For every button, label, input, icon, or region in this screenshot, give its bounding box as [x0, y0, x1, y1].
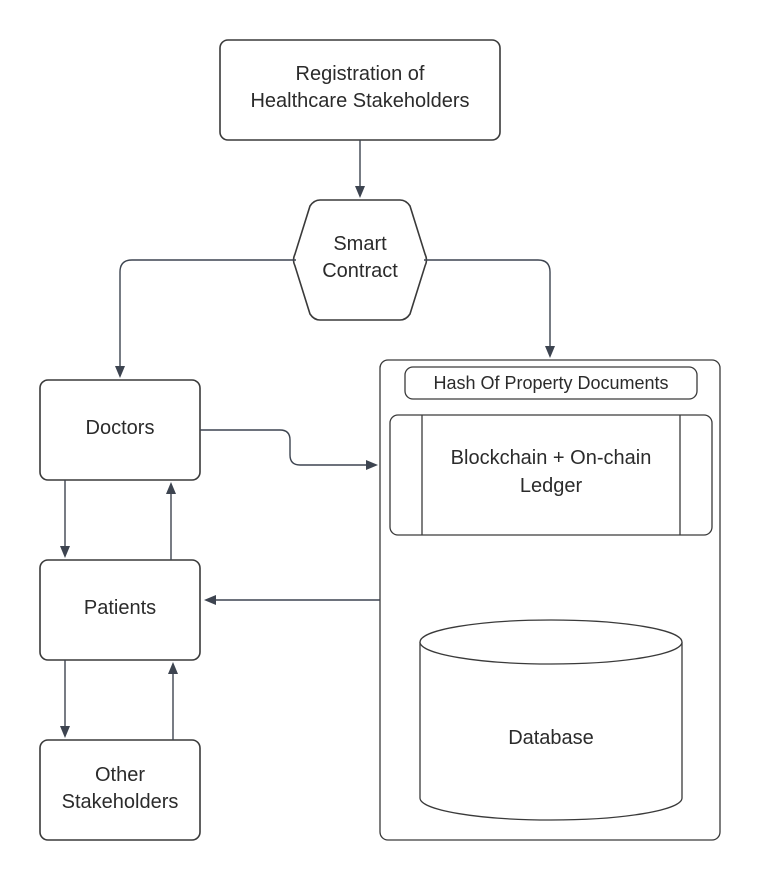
edge-smart-contract-to-doctors — [115, 259, 296, 378]
edge-doctors-to-patients — [60, 480, 70, 558]
smart-contract-label-line-2: Contract — [322, 260, 398, 282]
database-node: Database — [419, 619, 683, 821]
registration-label-line-2: Healthcare Stakeholders — [250, 90, 469, 112]
hash-docs-label: Hash Of Property Documents — [433, 373, 668, 393]
database-label: Database — [508, 727, 594, 749]
edge-patients-to-doctors — [166, 482, 176, 560]
other-stakeholders-label-line-2: Stakeholders — [62, 791, 179, 813]
edge-smart-contract-to-container — [424, 259, 555, 358]
edge-other-to-patients — [168, 662, 178, 740]
patients-label: Patients — [84, 597, 156, 619]
edge-patients-to-other — [60, 660, 70, 738]
blockchain-label-line-2: Ledger — [520, 475, 583, 497]
smart-contract-node: Smart Contract — [292, 199, 428, 321]
hash-docs-node: Hash Of Property Documents — [404, 366, 698, 400]
smart-contract-label-line-1: Smart — [333, 233, 387, 255]
blockchain-label-line-1: Blockchain + On-chain — [451, 447, 652, 469]
doctors-label: Doctors — [86, 417, 155, 439]
other-stakeholders-label-line-1: Other — [95, 764, 145, 786]
edge-registration-to-smart-contract — [355, 140, 365, 198]
edge-container-to-patients — [204, 595, 380, 605]
storage-container: Hash Of Property Documents Blockchain + … — [379, 359, 721, 841]
edge-doctors-to-container — [200, 429, 378, 470]
other-stakeholders-node: Other Stakeholders — [39, 739, 201, 841]
registration-node: Registration of Healthcare Stakeholders — [219, 39, 501, 141]
blockchain-node: Blockchain + On-chain Ledger — [389, 414, 713, 536]
doctors-node: Doctors — [39, 379, 201, 481]
registration-label-line-1: Registration of — [296, 63, 425, 85]
patients-node: Patients — [39, 559, 201, 661]
